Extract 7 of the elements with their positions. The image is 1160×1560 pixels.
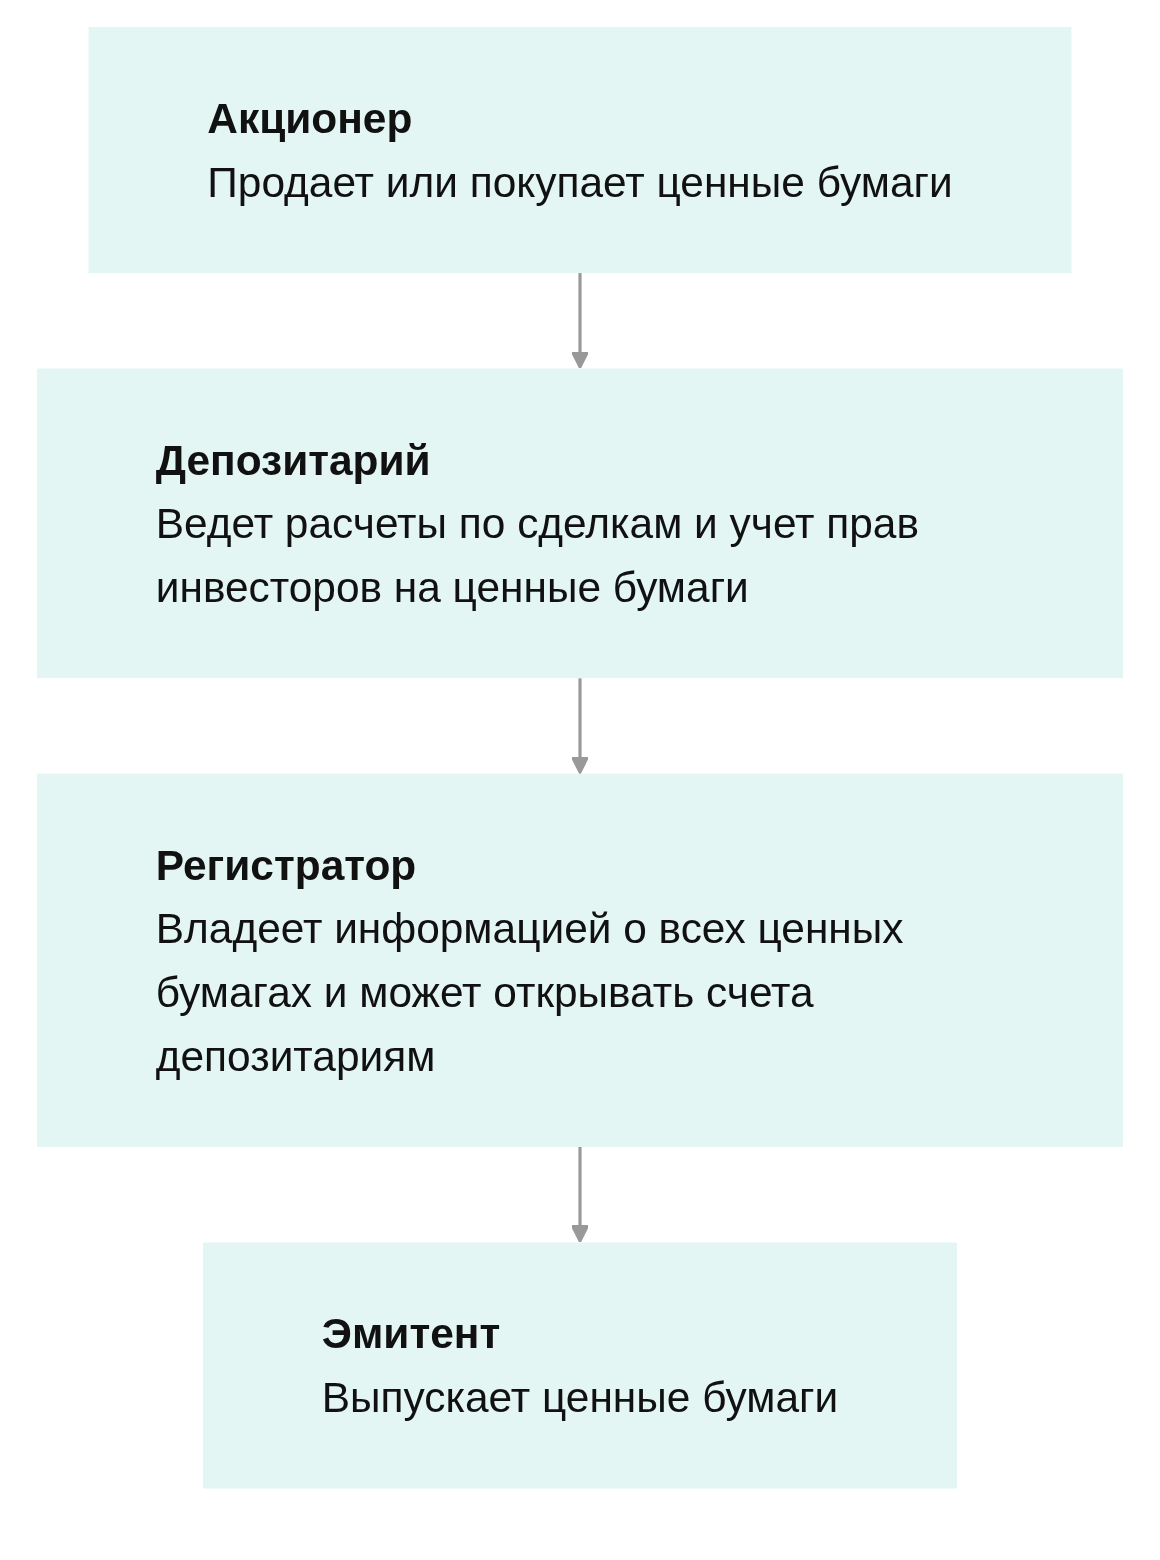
node-box: Акционер Продает или покупает ценные бумаги <box>88 26 1072 274</box>
node-box: Регистратор Владеет информацией о всех ценных бумагах и может открывать счета депозитариям <box>36 773 1124 1147</box>
arrow <box>570 273 590 370</box>
arrow <box>570 678 590 775</box>
node-box: Депозитарий Ведет расчеты по сделкам и учет прав инвесторов на ценные бумаги <box>36 368 1124 679</box>
node-box: Эмитент Выпускает ценные бумаги <box>203 1242 957 1489</box>
arrow <box>570 1146 590 1244</box>
